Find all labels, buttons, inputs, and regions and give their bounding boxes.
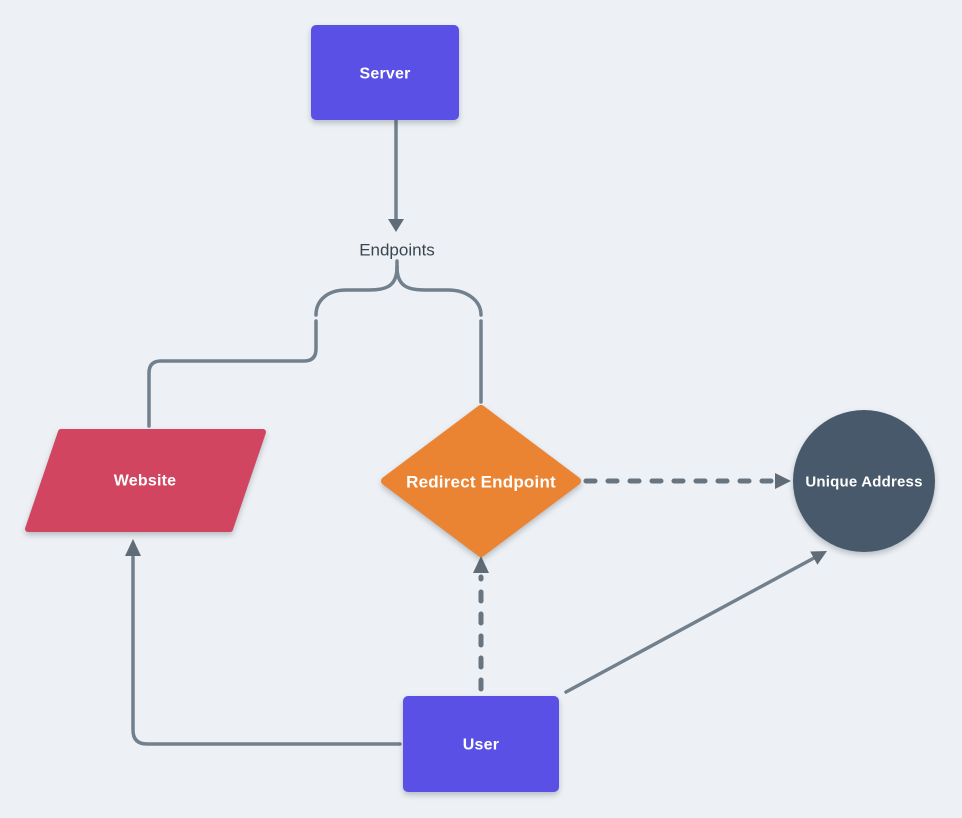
arrowhead-user-website [125, 539, 141, 556]
node-website: Website [25, 429, 266, 532]
arrowhead-user-uniqueaddress [810, 551, 827, 565]
node-unique-address: Unique Address [793, 410, 935, 552]
arrowhead-server-endpoints [388, 219, 404, 232]
edge-user-website [131, 555, 402, 746]
user-shape [403, 696, 559, 792]
redirect-endpoint-label: Redirect Endpoint [406, 473, 556, 492]
unique-address-shape [793, 410, 935, 552]
server-label: Server [359, 66, 410, 83]
redirect-endpoint-shape [381, 405, 581, 557]
user-label: User [463, 737, 499, 754]
edge-endpoints-brace-right [395, 265, 483, 317]
server-shape [311, 25, 459, 120]
node-user: User [403, 696, 559, 792]
edge-endpoints-website [147, 319, 318, 428]
node-server: Server [311, 25, 459, 120]
edge-user-uniqueaddress [564, 556, 816, 694]
edge-endpoints-brace-left [314, 265, 399, 317]
endpoints-label: Endpoints [359, 241, 435, 260]
arrowhead-redirect-uniqueaddress [775, 473, 791, 489]
node-redirect-endpoint: Redirect Endpoint [381, 405, 581, 557]
website-shape [25, 429, 266, 532]
unique-address-label: Unique Address [805, 474, 922, 491]
arrowhead-user-redirect [473, 556, 489, 573]
website-label: Website [114, 473, 176, 490]
